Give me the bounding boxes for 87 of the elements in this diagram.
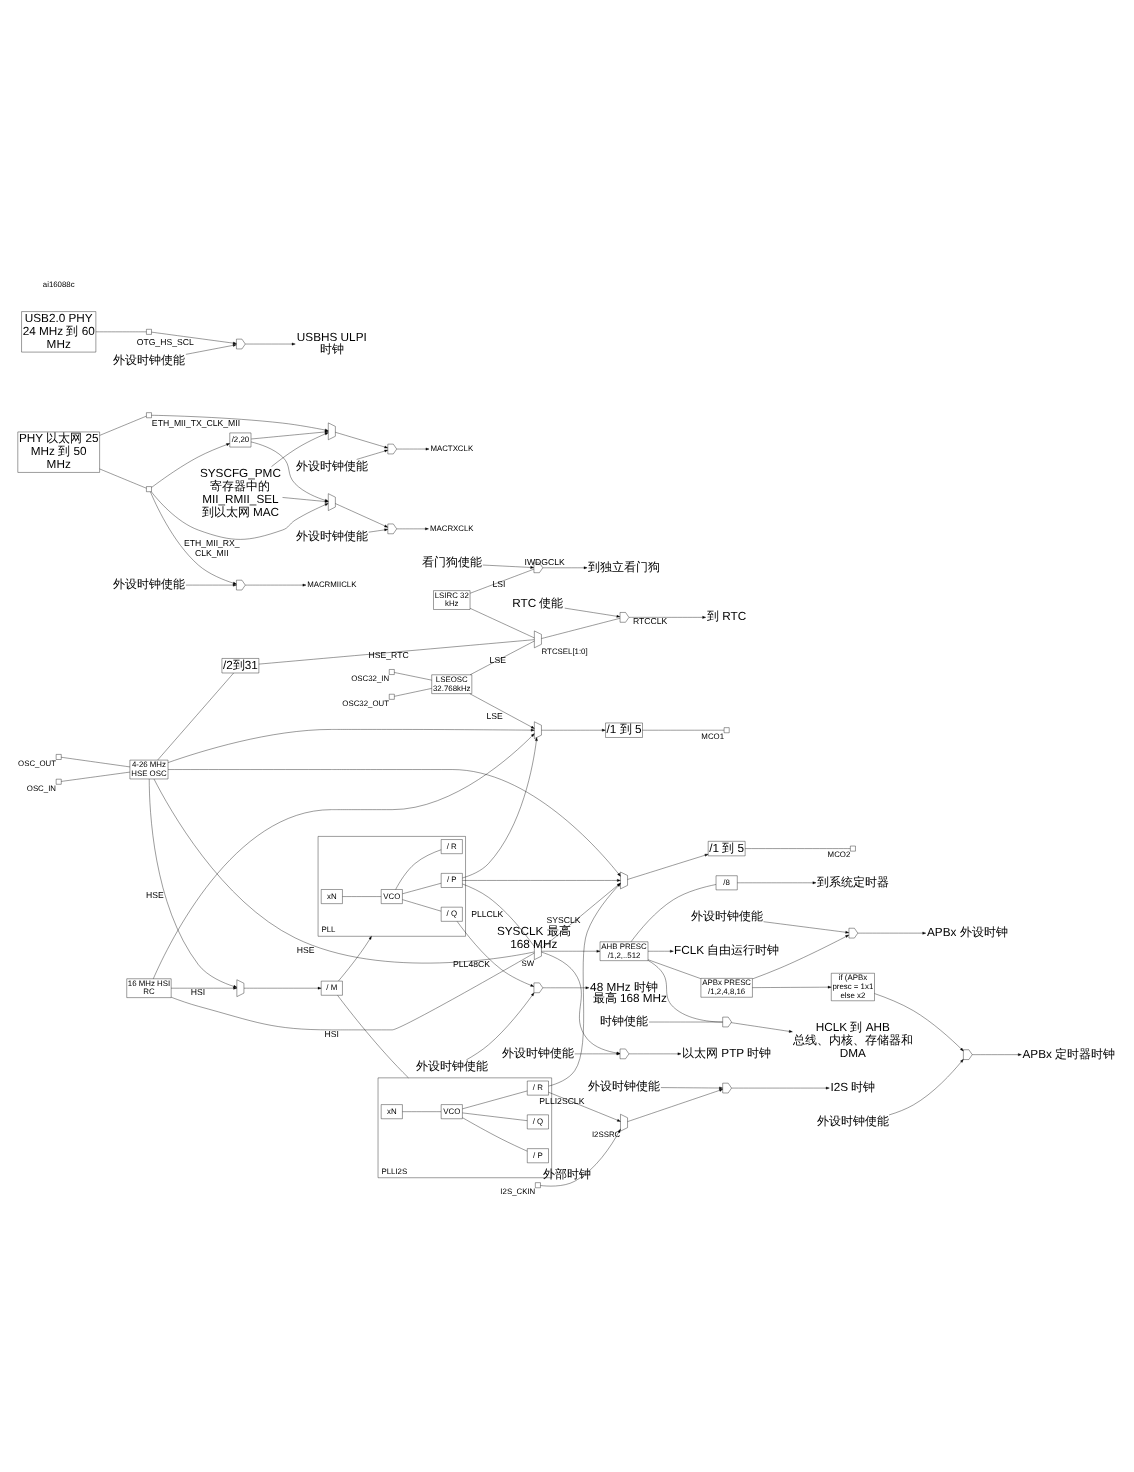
node-gate (619, 611, 630, 622)
node-mux (236, 978, 245, 996)
arrow (540, 1128, 621, 1186)
arrow (627, 852, 709, 879)
node-box (146, 485, 152, 491)
node-mux (328, 492, 336, 510)
node-box (389, 668, 395, 674)
node-box (146, 411, 152, 417)
arrow (457, 920, 535, 986)
node-mux (534, 720, 542, 738)
node-gate (236, 337, 246, 349)
arrow (167, 768, 621, 876)
node-gate (722, 1081, 732, 1093)
node-gate (533, 561, 543, 572)
arrow (731, 1085, 830, 1089)
arrow (271, 431, 329, 466)
arrow (469, 692, 535, 728)
arrow (149, 777, 237, 987)
arrow (888, 1058, 964, 1115)
connector (541, 617, 621, 638)
arrow (660, 1085, 723, 1089)
node-gate (722, 1015, 732, 1027)
arrow (396, 446, 430, 450)
node-gate (619, 1047, 630, 1058)
node-box (55, 753, 62, 759)
arrow (338, 935, 372, 981)
node-box (535, 1181, 541, 1187)
arrow (541, 948, 601, 952)
arrow (628, 1051, 682, 1055)
arrow (151, 330, 237, 344)
arrow (396, 526, 429, 530)
arrow (548, 1091, 621, 1121)
arrow (542, 985, 590, 989)
node-mux (328, 421, 336, 439)
node-gate (963, 1048, 973, 1059)
connector (469, 567, 535, 593)
arrow (335, 431, 388, 448)
arrow (151, 414, 329, 431)
node-gate (387, 442, 397, 454)
arrow (541, 881, 621, 948)
arrow (250, 440, 329, 501)
arrow (185, 582, 237, 586)
arrow (482, 563, 534, 568)
node-box (850, 844, 856, 851)
node-box (146, 328, 152, 334)
node-gate (387, 522, 397, 533)
arrow (151, 490, 329, 539)
arrow (251, 429, 329, 439)
arrow (541, 727, 606, 731)
arrow (542, 565, 588, 569)
arrow (335, 502, 388, 527)
arrow (628, 615, 706, 618)
arrow (245, 582, 307, 586)
node-mux (534, 629, 542, 648)
arrow (151, 442, 230, 487)
node-mux (620, 870, 628, 889)
node-box (55, 778, 62, 784)
node-mux (620, 1113, 628, 1131)
node-box (723, 726, 730, 732)
node-gate (236, 579, 246, 590)
arrow (752, 933, 849, 979)
arrow (972, 1052, 1022, 1055)
arrow (368, 527, 388, 532)
node-gate (848, 927, 858, 938)
node-gate (533, 981, 543, 992)
arrow (874, 992, 964, 1051)
node-box (389, 693, 395, 699)
arrow (857, 930, 926, 934)
arrow (462, 878, 621, 881)
arrow (243, 985, 322, 989)
arrow (731, 1021, 793, 1032)
arrow (153, 732, 535, 978)
arrow (627, 1088, 723, 1121)
arrow (356, 448, 388, 459)
arrow (647, 948, 674, 952)
arrow (737, 880, 817, 884)
arrow (167, 727, 535, 762)
arrow (763, 920, 849, 933)
arrow (150, 490, 237, 584)
arrow (171, 985, 237, 989)
arrow (245, 341, 296, 345)
arrow (282, 496, 329, 502)
arrow (466, 991, 535, 1060)
arrow (564, 606, 621, 617)
arrow (185, 343, 237, 354)
arrow (462, 736, 538, 878)
arrow (752, 984, 832, 988)
